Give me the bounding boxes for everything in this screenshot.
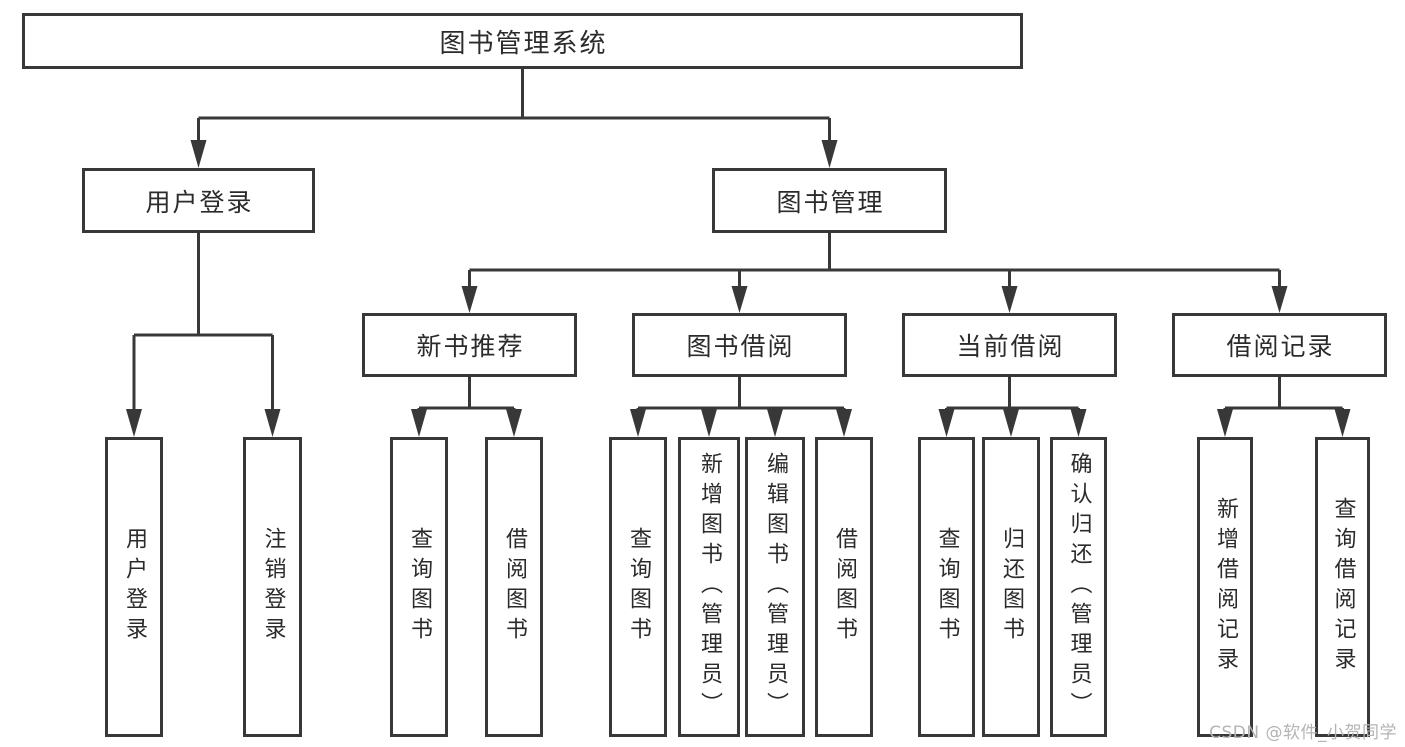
node-user-login: 用户登录 — [82, 168, 315, 233]
leaf-borrowing-borrow-books: 借阅图书 — [815, 437, 873, 737]
node-new-book-recommend: 新书推荐 — [362, 313, 577, 377]
leaf-record-add-borrow-record: 新增借阅记录 — [1197, 437, 1253, 737]
leaf-label: 用户登录 — [122, 527, 147, 647]
node-label: 新书推荐 — [416, 332, 525, 361]
leaf-label: 新增借阅记录 — [1213, 497, 1238, 677]
leaf-label: 借阅图书 — [832, 527, 857, 647]
node-label: 图书管理 — [776, 187, 885, 217]
leaf-current-return-books: 归还图书 — [982, 437, 1040, 737]
arrowheads — [126, 140, 1351, 437]
leaf-current-confirm-return-admin: 确认归还（管理员） — [1050, 437, 1107, 737]
leaf-record-query-borrow-record: 查询借阅记录 — [1315, 437, 1370, 737]
leaf-logout: 注销登录 — [243, 437, 302, 737]
node-label: 当前借阅 — [956, 332, 1065, 361]
leaf-recommend-borrow-books: 借阅图书 — [485, 437, 543, 737]
node-library-management-system: 图书管理系统 — [22, 13, 1023, 69]
node-label: 借阅记录 — [1226, 332, 1335, 361]
node-label: 图书管理系统 — [439, 28, 608, 59]
leaf-borrowing-edit-books-admin: 编辑图书（管理员） — [745, 437, 805, 737]
leaf-label: 查询图书 — [626, 527, 651, 647]
leaf-recommend-query-books: 查询图书 — [390, 437, 448, 737]
node-label: 用户登录 — [145, 187, 254, 217]
leaf-label: 归还图书 — [999, 527, 1024, 647]
leaf-user-login: 用户登录 — [105, 437, 163, 737]
leaf-borrowing-query-books: 查询图书 — [609, 437, 667, 737]
leaf-label: 注销登录 — [260, 527, 286, 647]
leaf-label: 新增图书（管理员） — [697, 452, 722, 722]
node-borrow-records: 借阅记录 — [1172, 313, 1387, 377]
node-book-borrowing: 图书借阅 — [632, 313, 847, 377]
node-label: 图书借阅 — [686, 332, 795, 361]
leaf-label: 确认归还（管理员） — [1066, 452, 1092, 722]
node-current-borrowing: 当前借阅 — [902, 313, 1117, 377]
leaf-borrowing-add-books-admin: 新增图书（管理员） — [678, 437, 740, 737]
node-book-management: 图书管理 — [712, 168, 947, 233]
leaf-label: 查询借阅记录 — [1330, 497, 1356, 677]
leaf-label: 查询图书 — [407, 527, 432, 647]
leaf-label: 查询图书 — [934, 527, 960, 647]
leaf-label: 借阅图书 — [502, 527, 527, 647]
csdn-watermark: CSDN @软件_小贺同学 — [1209, 723, 1397, 743]
leaf-label: 编辑图书（管理员） — [763, 452, 788, 722]
leaf-current-query-books: 查询图书 — [918, 437, 975, 737]
